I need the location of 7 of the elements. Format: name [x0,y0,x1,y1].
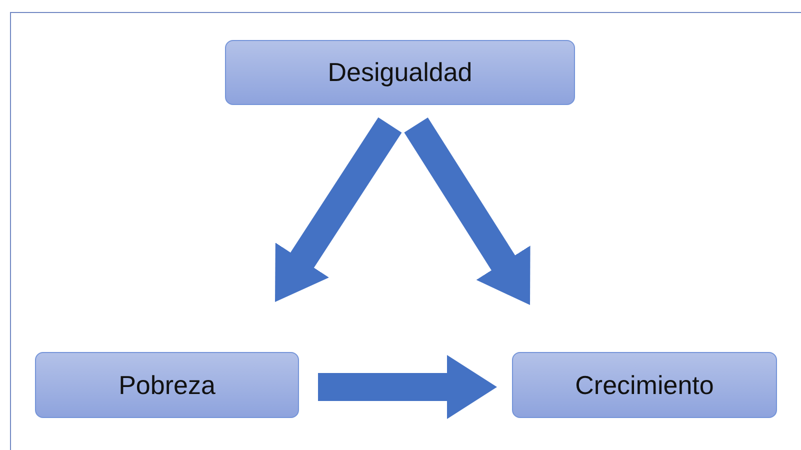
node-label: Pobreza [118,370,216,400]
process-box [35,352,299,418]
process-box [512,352,777,418]
process-box [225,40,575,105]
node-label: Desigualdad [328,57,472,88]
block-arrow [318,355,497,419]
node-label: Crecimiento [575,370,714,400]
